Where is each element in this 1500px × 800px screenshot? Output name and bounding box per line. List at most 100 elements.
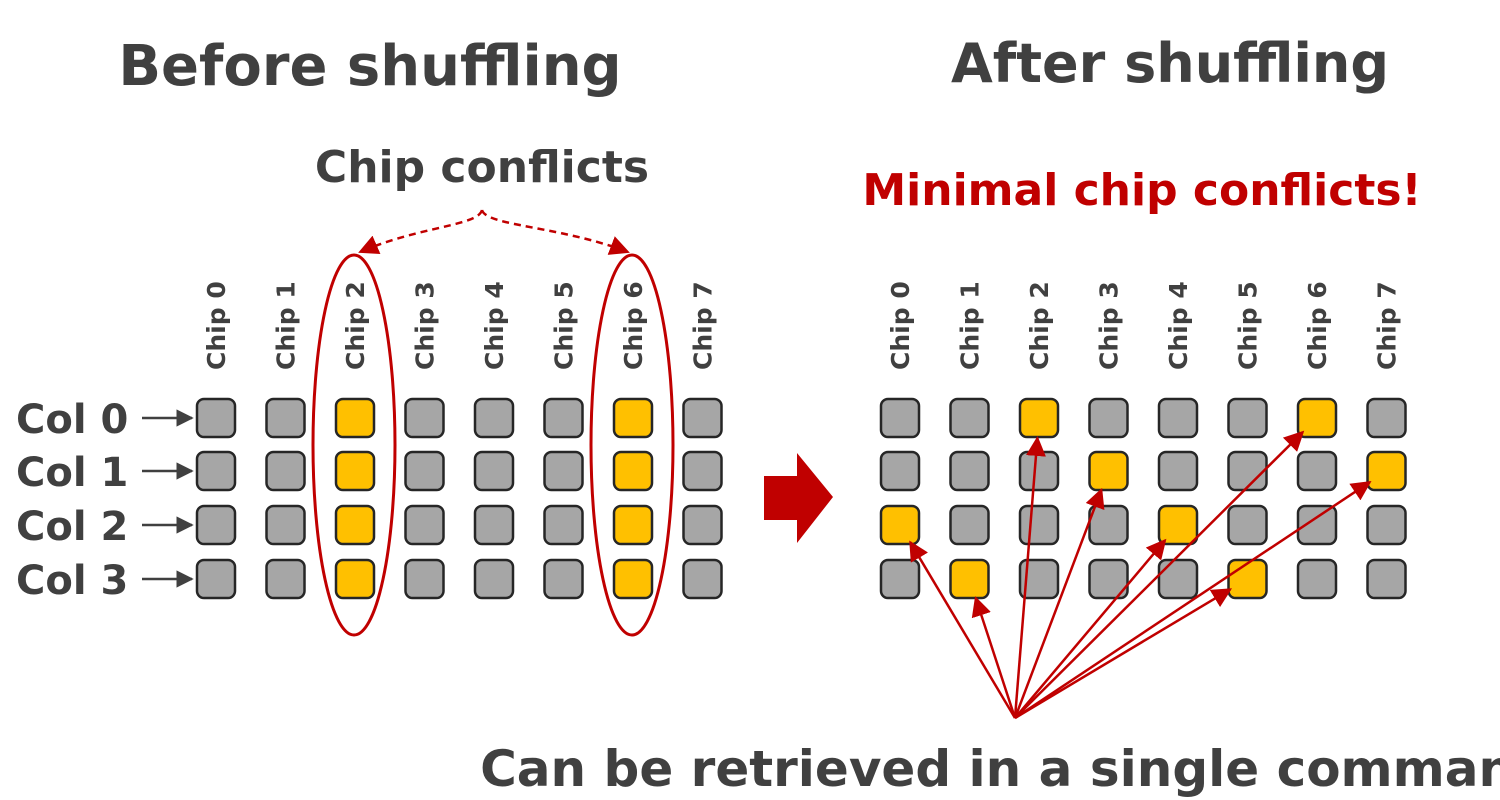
left-cell-r1-c4	[473, 450, 515, 492]
conflict-ellipse-chip-2	[311, 253, 397, 637]
col-label-0: Col 0	[16, 397, 128, 443]
col-label-3: Col 3	[16, 558, 128, 604]
left-cell-r0-c4	[473, 397, 515, 439]
right-chip-label-7: Chip 7	[1373, 281, 1402, 370]
right-chip-label-2: Chip 2	[1025, 281, 1054, 370]
right-cell-r2-c3	[1088, 504, 1129, 546]
left-cell-r1-c6-highlighted	[612, 450, 654, 492]
bottom-caption: Can be retrieved in a single command	[480, 740, 1500, 798]
right-chip-label-3: Chip 3	[1095, 281, 1124, 370]
col-labels: Col 0 Col 1 Col 2 Col 3	[16, 397, 194, 604]
right-cell-r2-c7	[1366, 504, 1407, 546]
right-chip-label-6: Chip 6	[1303, 281, 1332, 370]
right-chip-label-0: Chip 0	[886, 281, 915, 370]
left-cell-r1-c1	[265, 450, 306, 492]
left-cell-r3-c0	[195, 558, 237, 600]
transition-arrow-icon	[764, 453, 833, 543]
right-cell-r3-c0	[879, 558, 921, 600]
left-cell-r3-c5	[543, 558, 584, 600]
right-cell-r2-c1	[949, 504, 990, 546]
right-chip-label-5: Chip 5	[1234, 281, 1263, 370]
left-cell-r0-c3	[404, 397, 445, 439]
left-cell-r2-c4	[473, 504, 515, 546]
conflict-arrow-left	[358, 209, 484, 255]
left-cell-r0-c7	[682, 397, 723, 439]
right-chip-labels: Chip 0 Chip 1 Chip 2 Chip 3 Chip 4 Chip 5 Chip…	[886, 281, 1402, 370]
retrieve-arrow-r0-c2	[1013, 435, 1046, 719]
left-title: Before shuffling	[118, 34, 621, 99]
retrieve-arrow-r3-c1	[971, 596, 1017, 719]
left-cell-r2-c0	[195, 504, 237, 546]
left-cell-r1-c0	[195, 450, 237, 492]
conflict-ellipse-chip-6	[589, 253, 675, 637]
right-cell-r0-c6-highlighted	[1296, 397, 1338, 439]
col-label-2: Col 2	[16, 504, 128, 550]
left-chip-label-4: Chip 4	[480, 281, 509, 370]
left-chip-label-0: Chip 0	[202, 281, 231, 370]
right-cell-r0-c2-highlighted	[1018, 397, 1060, 439]
left-cell-r0-c6-highlighted	[612, 397, 654, 439]
right-cell-r3-c3	[1088, 558, 1129, 600]
right-cell-r2-c2	[1018, 504, 1060, 546]
retrieve-arrow-r0-c6	[1014, 430, 1305, 719]
left-cell-r3-c3	[404, 558, 445, 600]
left-cell-r0-c2-highlighted	[334, 397, 376, 439]
right-chip-label-4: Chip 4	[1164, 281, 1193, 370]
right-cell-r0-c7	[1366, 397, 1407, 439]
left-cell-r3-c4	[473, 558, 515, 600]
left-grid	[195, 397, 723, 600]
left-cell-r1-c2-highlighted	[334, 450, 376, 492]
right-cell-r0-c5	[1227, 397, 1268, 439]
left-chip-label-6: Chip 6	[619, 281, 648, 370]
right-cell-r3-c6	[1296, 558, 1338, 600]
right-cell-r1-c1	[949, 450, 990, 492]
left-chip-label-2: Chip 2	[341, 281, 370, 370]
left-cell-r2-c5	[543, 504, 584, 546]
left-cell-r0-c0	[195, 397, 237, 439]
left-chip-label-1: Chip 1	[272, 281, 301, 370]
left-chip-label-7: Chip 7	[689, 281, 718, 370]
right-cell-r2-c5	[1227, 504, 1268, 546]
right-chip-label-1: Chip 1	[956, 281, 985, 370]
retrieve-arrow-r3-c5	[1014, 588, 1233, 720]
right-cell-r1-c0	[879, 450, 921, 492]
left-cell-r1-c3	[404, 450, 445, 492]
right-cell-r1-c5	[1227, 450, 1268, 492]
right-cell-r2-c4-highlighted	[1157, 504, 1199, 546]
minimal-conflicts-label: Minimal chip conflicts!	[862, 165, 1421, 216]
right-cell-r0-c0	[879, 397, 921, 439]
right-cell-r3-c2	[1018, 558, 1060, 600]
right-cell-r1-c7-highlighted	[1366, 450, 1407, 492]
retrieve-arrow-r2-c0	[909, 540, 1017, 719]
left-cell-r2-c1	[265, 504, 306, 546]
right-cell-r0-c4	[1157, 397, 1199, 439]
left-chip-label-5: Chip 5	[550, 281, 579, 370]
right-cell-r3-c4	[1157, 558, 1199, 600]
left-cell-r2-c3	[404, 504, 445, 546]
conflict-arrow-right	[480, 209, 630, 255]
right-cell-r3-c7	[1366, 558, 1407, 600]
right-cell-r1-c2	[1018, 450, 1060, 492]
chip-conflicts-label: Chip conflicts	[315, 142, 649, 193]
retrieve-arrow-r2-c4	[1014, 538, 1167, 719]
right-cell-r1-c3-highlighted	[1088, 450, 1129, 492]
right-cell-r3-c1-highlighted	[949, 558, 990, 600]
retrieve-arrow-r1-c3	[1013, 487, 1105, 719]
right-grid	[879, 397, 1407, 600]
col-label-1: Col 1	[16, 450, 128, 496]
left-cell-r0-c5	[543, 397, 584, 439]
left-cell-r0-c1	[265, 397, 306, 439]
retrieve-arrows	[909, 430, 1372, 720]
left-cell-r3-c6-highlighted	[612, 558, 654, 600]
left-cell-r1-c7	[682, 450, 723, 492]
left-cell-r2-c7	[682, 504, 723, 546]
right-cell-r2-c6	[1296, 504, 1338, 546]
left-cell-r2-c6-highlighted	[612, 504, 654, 546]
left-cell-r1-c5	[543, 450, 584, 492]
left-cell-r2-c2-highlighted	[334, 504, 376, 546]
right-cell-r1-c4	[1157, 450, 1199, 492]
left-cell-r3-c7	[682, 558, 723, 600]
right-cell-r2-c0-highlighted	[879, 504, 921, 546]
